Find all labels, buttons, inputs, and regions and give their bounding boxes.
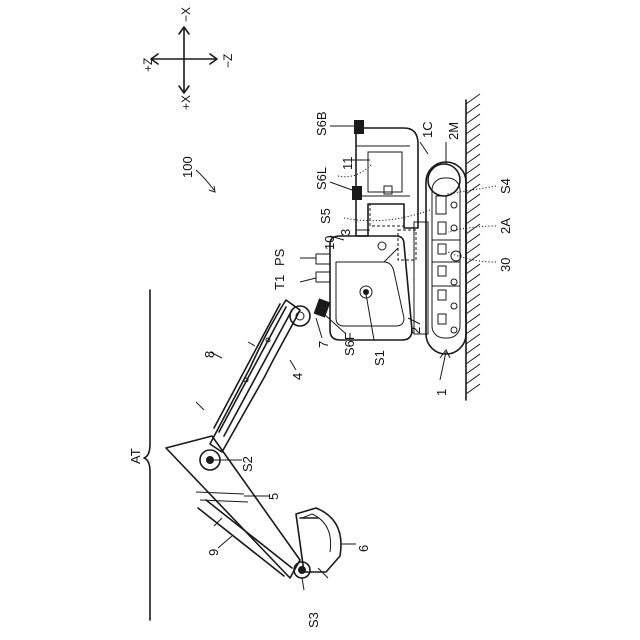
controller-box: [398, 230, 416, 260]
sensor-s6f: [314, 298, 331, 317]
label-11: 11: [340, 157, 355, 171]
axis-label-plus-x: +X: [179, 95, 193, 110]
ground: [466, 94, 480, 400]
label-s6l: S6L: [314, 167, 329, 190]
label-100: 100: [180, 156, 195, 178]
label-s5: S5: [318, 208, 333, 224]
arm: [166, 436, 300, 578]
component-labels: S6B 11 S6L 1C 2M S4 S5 3 10 2A PS 30 T1 …: [128, 111, 513, 628]
engine-box: [370, 204, 404, 226]
axis-label-plus-z: +Z: [141, 58, 155, 72]
label-2: 2: [408, 327, 423, 334]
label-9: 9: [206, 549, 221, 556]
label-s2: S2: [240, 456, 255, 472]
bucket: [294, 508, 341, 578]
label-7: 7: [316, 341, 331, 348]
axis-label-minus-x: −X: [179, 7, 193, 22]
label-s3: S3: [306, 612, 321, 628]
label-s4: S4: [498, 178, 513, 194]
label-1c: 1C: [420, 121, 435, 138]
transmitter-t1: [316, 272, 330, 282]
label-6: 6: [356, 545, 371, 552]
boom-foot-pin: [290, 306, 310, 326]
sensor-s3: [298, 566, 306, 574]
label-30: 30: [498, 258, 513, 272]
label-s6f: S6F: [342, 332, 357, 356]
label-10: 10: [322, 236, 337, 250]
label-3: 3: [338, 229, 353, 236]
upper-swing-body: [352, 120, 418, 260]
sensor-s6l: [352, 186, 362, 200]
label-ps: PS: [272, 248, 287, 266]
label-t1: T1: [272, 275, 287, 290]
sensor-s2: [206, 456, 214, 464]
undercarriage: [414, 162, 466, 354]
axis-label-minus-z: −Z: [221, 54, 235, 68]
label-1: 1: [434, 389, 449, 396]
label-8: 8: [202, 351, 217, 358]
boom-cylinder: [196, 304, 292, 436]
cab: [316, 236, 412, 340]
label-4: 4: [290, 373, 305, 380]
sensor-s6b: [354, 120, 364, 134]
label-at: AT: [128, 448, 143, 464]
axis-indicator: −X +X +Z −Z: [141, 7, 235, 110]
label-2a: 2A: [498, 218, 513, 234]
label-s6b: S6B: [314, 111, 329, 136]
label-2m: 2M: [446, 122, 461, 140]
attachment-brace: [144, 290, 150, 620]
pilot-pressure-sensor: [316, 254, 330, 264]
figure-reference: 100: [180, 156, 215, 192]
label-5: 5: [266, 493, 281, 500]
label-s1: S1: [372, 350, 387, 366]
